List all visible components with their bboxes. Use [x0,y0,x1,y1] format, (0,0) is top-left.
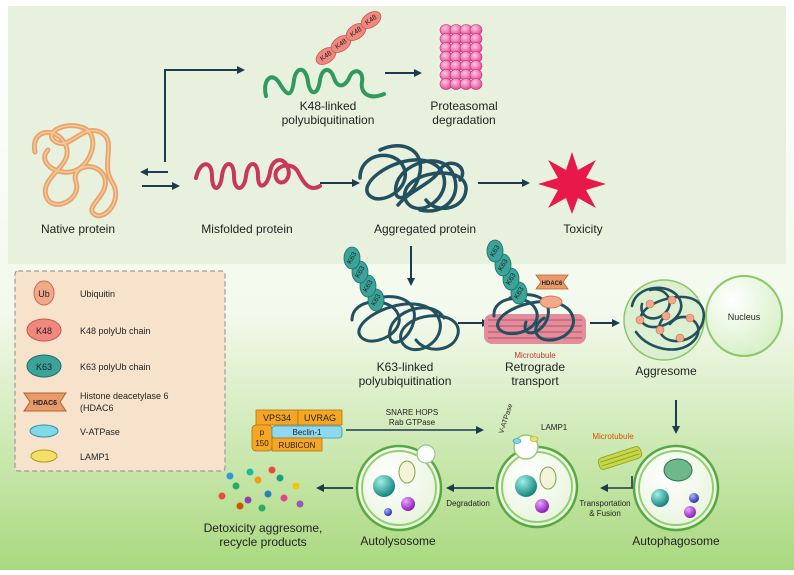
legend-label-hdac6-abbr: (HDAC6 [80,403,114,413]
k63-ub-chain: K63 K63 K63 K63 [343,246,385,312]
microtubule-label-retrograde: Microtubule [514,351,556,360]
legend: Ub Ubiquitin K48 K48 polyUb chain K63 K6… [23,280,169,463]
hdac6-icon [23,392,67,412]
proteasomal-label-line2: degradation [432,113,495,127]
v-atpase-marker [512,438,522,444]
autolysosome-bud [416,444,436,464]
legend-label-ubiquitin: Ubiquitin [80,289,115,299]
legend-label-vatpase: V-ATPase [80,427,120,437]
legend-icon-k63: K63 [36,362,52,372]
hdac6-tag: HDAC6 [542,281,563,287]
aggresome-ub-markers [635,295,695,343]
proteasomal-label-line1: Proteasomal [430,99,497,113]
detox-label-line1: Detoxicity aggresome, [204,521,323,535]
vesicle-cargo-teal [515,475,537,497]
legend-box [14,270,226,472]
autophagosome-inner [638,450,714,526]
vesicle-cargo-purple [535,499,549,513]
proteasome-graphic [439,24,483,90]
detox-label-line2: recycle products [219,535,306,549]
aggresome-label: Aggresome [635,364,697,378]
native-protein-graphic [31,123,119,219]
transport-label-line1: Transportation [579,499,630,508]
legend-icon-k48: K48 [36,326,52,336]
legend-label-k63: K63 polyUb chain [80,362,151,372]
cargo-purple [684,506,696,518]
lamp1-marker [529,436,539,442]
rubicon-label: RUBICON [279,441,316,450]
native-protein-label: Native protein [41,222,115,236]
toxicity-star [538,152,606,214]
transport-label-line2: & Fusion [589,509,621,518]
aggregate-cargo [663,458,693,482]
k63-label-line2: polyubiquitination [359,374,452,388]
legend-label-lamp1: LAMP1 [80,452,110,462]
retrograde-ub-chain: K63 K63 K63 K63 [486,239,528,305]
autolysosome-cargo-blue [384,508,392,516]
retrograde-label-line1: Retrograde [505,360,565,374]
autophagosome-outer [632,444,720,532]
k48-label-line1: K48-linked [300,99,357,113]
autolysosome-cargo-purple [401,497,415,511]
aggregated-protein-graphic [358,144,468,213]
misfolded-protein-label: Misfolded protein [201,222,292,236]
rab-gtpase-label: Rab GTPase [389,418,436,427]
proteasome-subunit [469,78,483,90]
autolysosome-inner [361,450,437,526]
uvrag-label: UVRAG [304,413,336,423]
degradation-label: Degradation [446,499,490,508]
lamp1-icon [30,449,58,463]
legend-icon-ub: Ub [38,289,50,299]
fusing-vesicle-outer [495,445,579,529]
k48-chain-graphic [263,67,386,99]
k48-ub-chain: K48 K48 K48 K48 [315,11,382,65]
microtubule-label-fusion: Microtubule [592,432,634,441]
misfolded-protein-graphic [194,158,322,191]
snare-hops-label: SNARE HOPS [386,408,438,417]
k63-label-line1: K63-linked [377,360,434,374]
recycle-products [218,466,304,512]
vps34-label: VPS34 [263,413,291,423]
p150-label-b: 150 [255,439,269,448]
p150-label-a: p [260,428,265,437]
legend-label-hdac6: Histone deacetylase 6 [80,391,169,401]
pi3k-complex: VPS34 UVRAG p 150 Beclin-1 RUBICON [251,409,343,452]
cargo-blue [689,493,699,503]
ubiquitin-icon [33,280,55,306]
arrow-to-k48 [164,66,245,162]
v-atpase-icon [29,424,59,438]
legend-icon-hdac6: HDAC6 [33,400,57,407]
dynein-marker [539,295,563,309]
lamp1-label: LAMP1 [541,423,568,432]
k63-aggregate-graphic [350,295,460,352]
mitochondrion-icon [539,466,557,490]
autophagosome-label: Autophagosome [632,534,720,548]
autolysosome-outer [355,444,443,532]
nucleus [705,275,783,357]
top-panel [8,6,786,264]
autolysosome-mitochondrion-icon [398,460,416,484]
retrograde-label-line2: transport [511,374,559,388]
toxicity-label: Toxicity [563,222,602,236]
hdac6-marker [535,274,569,290]
cargo-teal [651,489,669,507]
autolysosome-cargo-teal [373,475,395,497]
beclin1-label: Beclin-1 [293,428,322,437]
k63-chain-icon [26,354,62,378]
aggregated-protein-label: Aggregated protein [374,222,476,236]
autolysosome-label: Autolysosome [360,534,436,548]
nucleus-label: Nucleus [728,312,761,322]
legend-label-k48: K48 polyUb chain [80,326,151,336]
microtubule-rod [597,446,643,470]
k48-chain-icon [26,318,62,342]
arrow-fusion [600,476,633,492]
k48-label-line2: polyubiquitination [282,113,375,127]
